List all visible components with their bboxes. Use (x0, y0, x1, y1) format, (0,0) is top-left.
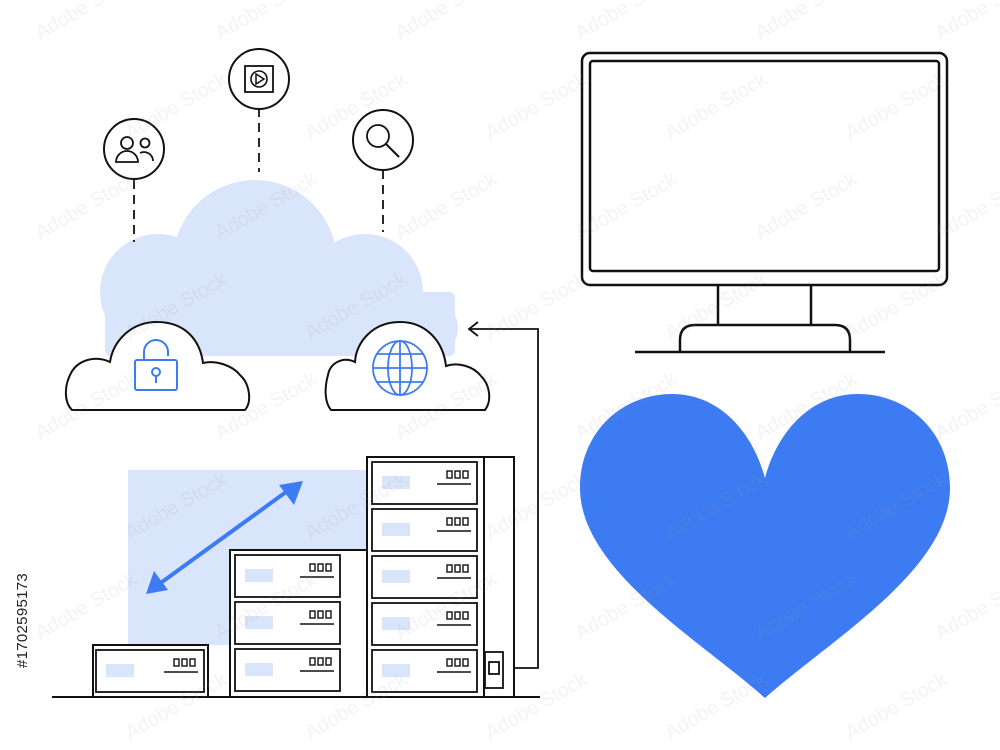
watermark-text: Adobe Stock (932, 568, 1000, 644)
watermark-text: Adobe Stock (572, 0, 682, 44)
double-arrow-icon (146, 481, 303, 594)
cloud-connector-lines (133, 108, 384, 242)
watermark-text: Adobe Stock (662, 68, 772, 144)
drive-slot (245, 616, 273, 629)
search-icon (352, 109, 414, 171)
status-led (446, 517, 453, 526)
watermark-text: Adobe Stock (572, 168, 682, 244)
server-unit (371, 461, 478, 505)
status-led (325, 610, 332, 619)
watermark-text: Adobe Stock (392, 168, 502, 244)
monitor-icon (580, 51, 949, 354)
watermark-text: Adobe Stock (932, 0, 1000, 44)
sync-arrow-line (467, 321, 539, 669)
status-led (325, 657, 332, 666)
status-led (462, 564, 469, 573)
server-unit (234, 601, 341, 645)
status-led (317, 657, 324, 666)
power-plug-icon (484, 651, 504, 689)
server-unit (371, 508, 478, 552)
stock-id-text: #1702595173 (14, 572, 32, 668)
drive-slot (382, 570, 410, 583)
status-led (317, 610, 324, 619)
watermark-text: Adobe Stock (932, 168, 1000, 244)
server-racks-group (52, 456, 540, 698)
users-icon (103, 118, 165, 180)
server-unit (234, 554, 341, 598)
server-unit (95, 649, 205, 693)
server-unit (371, 555, 478, 599)
status-led (446, 658, 453, 667)
watermark-text: Adobe Stock (662, 268, 772, 344)
status-led (181, 658, 188, 667)
status-led (462, 611, 469, 620)
status-led (309, 610, 316, 619)
drive-slot (382, 617, 410, 630)
watermark-text: Adobe Stock (392, 0, 502, 44)
heart-icon (580, 394, 950, 698)
drive-slot (382, 476, 410, 489)
watermark-text: Adobe Stock (32, 0, 142, 44)
drive-slot (382, 664, 410, 677)
padlock-icon (134, 339, 178, 391)
drive-slot (382, 523, 410, 536)
watermark-text: Adobe Stock (842, 668, 952, 744)
background-cloud (100, 180, 458, 356)
server-units (95, 461, 478, 693)
cloud-network-group (64, 48, 539, 669)
watermark-text: Adobe Stock (32, 568, 142, 644)
status-led (446, 564, 453, 573)
server-unit (234, 648, 341, 692)
status-led (454, 658, 461, 667)
watermark-text: Adobe Stock (32, 168, 142, 244)
status-led (454, 470, 461, 479)
watermark-text: Adobe Stock (932, 368, 1000, 444)
status-led (446, 470, 453, 479)
watermark-text: Adobe Stock (122, 68, 232, 144)
play-icon (228, 48, 290, 110)
status-led (446, 611, 453, 620)
watermark-text: Adobe Stock (752, 168, 862, 244)
status-led (454, 564, 461, 573)
status-led (454, 611, 461, 620)
status-led (462, 470, 469, 479)
drive-slot (106, 664, 134, 677)
server-unit (371, 649, 478, 693)
status-led (325, 563, 332, 572)
watermark-text: Adobe Stock (482, 268, 592, 344)
globe-cloud (324, 320, 491, 411)
stock-id-label: #1702595173 (8, 510, 38, 730)
watermark-text: Adobe Stock (842, 268, 952, 344)
globe-icon (372, 340, 428, 396)
drive-slot (245, 663, 273, 676)
status-led (462, 517, 469, 526)
status-led (189, 658, 196, 667)
watermark-text: Adobe Stock (662, 668, 772, 744)
watermark-text: Adobe Stock (212, 0, 322, 44)
status-led (462, 658, 469, 667)
status-led (317, 563, 324, 572)
status-led (173, 658, 180, 667)
status-led (309, 563, 316, 572)
status-led (309, 657, 316, 666)
watermark-text: Adobe Stock (842, 68, 952, 144)
lock-cloud (64, 320, 251, 411)
drive-slot (245, 569, 273, 582)
server-unit (371, 602, 478, 646)
watermark-text: Adobe Stock (482, 68, 592, 144)
watermark-text: Adobe Stock (752, 0, 862, 44)
status-led (454, 517, 461, 526)
